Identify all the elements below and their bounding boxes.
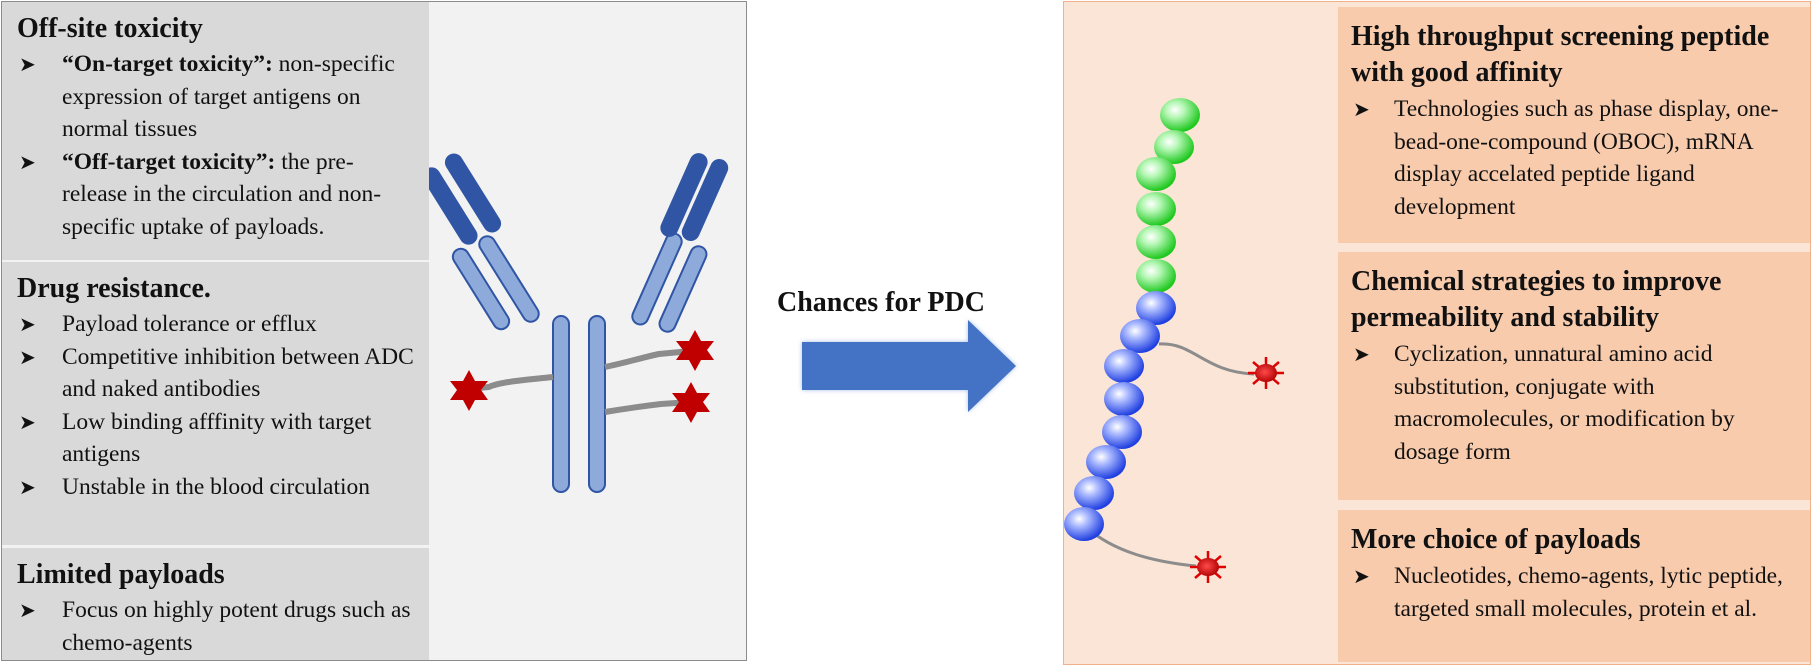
list-item: ➤ Nucleotides, chemo-agents, lytic peptid… <box>1351 560 1802 625</box>
drug-resistance-box: Drug resistance. ➤ Payload tolerance or e… <box>2 262 429 545</box>
list-item: ➤ Focus on highly potent drugs such as ch… <box>17 594 415 659</box>
item-text: Low binding afffinity with target antige… <box>62 408 372 468</box>
heavy-chain-stem <box>588 315 606 493</box>
heavy-chain-stem <box>552 315 570 493</box>
linker <box>604 399 692 415</box>
arrowhead-bullet-icon: ➤ <box>1353 564 1370 588</box>
list-item: ➤ “Off-target toxicity”: the pre-release … <box>17 146 415 244</box>
list-item: ➤ Unstable in the blood circulation <box>17 471 415 504</box>
item-text: Technologies such as phase display, one-… <box>1394 96 1779 220</box>
arrowhead-bullet-icon: ➤ <box>1353 97 1370 121</box>
list-item: ➤ Cyclization, unnatural amino acid subst… <box>1351 338 1802 468</box>
payload-star-icon <box>676 330 714 371</box>
section-title: High throughput screening peptide with g… <box>1351 21 1770 88</box>
screening-box: High throughput screening peptide with g… <box>1338 7 1810 243</box>
light-chain-arm <box>451 247 511 331</box>
linker <box>1085 525 1197 568</box>
list-item: ➤ Low binding afffinity with target antig… <box>17 406 415 471</box>
limitations-text-column: Off-site toxicity ➤ “On-target toxicity”:… <box>2 2 429 660</box>
list-item: ➤ Payload tolerance or efflux <box>17 308 415 341</box>
payload-choice-box: More choice of payloads ➤ Nucleotides, ch… <box>1338 510 1810 662</box>
section-title: More choice of payloads <box>1351 524 1641 555</box>
arrow-label: Chances for PDC <box>777 287 985 318</box>
payload-sun-icon <box>1248 357 1284 389</box>
peptide-residue-green <box>1160 98 1200 132</box>
heavy-chain-variable <box>660 153 708 237</box>
peptide-residue-blue <box>1104 382 1144 416</box>
peptide-residue-green <box>1136 259 1176 293</box>
chemical-strategies-box: Chemical strategies to improve permeabil… <box>1338 252 1810 500</box>
payload-sun-icon <box>1190 551 1226 583</box>
item-text: non-specific expression of target antige… <box>62 51 395 142</box>
arrowhead-bullet-icon: ➤ <box>19 409 36 434</box>
peptide-residue-green <box>1136 157 1176 191</box>
section-title: Drug resistance. <box>17 273 211 304</box>
arrowhead-bullet-icon: ➤ <box>1353 342 1370 366</box>
list-item: ➤ “On-target toxicity”: non-specific expr… <box>17 48 415 146</box>
arrowhead-bullet-icon: ➤ <box>19 149 36 174</box>
off-site-toxicity-box: Off-site toxicity ➤ “On-target toxicity”:… <box>2 2 429 260</box>
list-item: ➤ Competitive inhibition between ADC and … <box>17 341 415 406</box>
section-title: Limited payloads <box>17 559 225 590</box>
payload-star-icon <box>672 382 710 423</box>
list-item: ➤ Technologies such as phase display, one… <box>1351 93 1802 223</box>
peptide-residue-blue <box>1120 319 1160 353</box>
adc-limitations-panel: Off-site toxicity ➤ “On-target toxicity”:… <box>1 1 747 661</box>
peptide-residue-green <box>1154 130 1194 164</box>
item-text: Competitive inhibition between ADC and n… <box>62 343 414 403</box>
linker <box>1158 342 1255 376</box>
peptide-residue-blue <box>1074 476 1114 510</box>
light-chain-arm <box>658 245 708 333</box>
heavy-chain-variable <box>444 153 502 233</box>
item-text: Cyclization, unnatural amino acid substi… <box>1394 341 1735 465</box>
arrowhead-bullet-icon: ➤ <box>19 312 36 336</box>
item-text: the pre-release in the circulation and n… <box>62 148 382 240</box>
section-title: Off-site toxicity <box>17 13 203 44</box>
peptide-residue-green <box>1136 192 1176 226</box>
item-text: Focus on highly potent drugs such as che… <box>62 597 411 656</box>
linker <box>604 348 692 370</box>
item-text: Payload tolerance or efflux <box>62 311 317 337</box>
heavy-chain-arm <box>478 235 540 323</box>
section-title: Chemical strategies to improve permeabil… <box>1351 266 1722 333</box>
pdc-opportunities-panel: High throughput screening peptide with g… <box>1063 1 1811 665</box>
peptide-residue-blue <box>1102 415 1142 449</box>
light-chain-variable <box>681 159 729 241</box>
item-bold-lead: “On-target toxicity”: <box>62 51 273 77</box>
limited-payloads-box: Limited payloads ➤ Focus on highly potent… <box>2 548 429 660</box>
peptide-residue-blue <box>1064 507 1104 541</box>
payload-star-icon <box>450 370 488 411</box>
item-text: Nucleotides, chemo-agents, lytic peptide… <box>1394 563 1783 622</box>
light-chain-variable <box>429 167 478 245</box>
peptide-drug-conjugate-illustration <box>1064 98 1284 583</box>
peptide-residue-green <box>1136 225 1176 259</box>
arrowhead-bullet-icon: ➤ <box>19 598 36 622</box>
item-text: Unstable in the blood circulation <box>62 473 371 500</box>
arrowhead-bullet-icon: ➤ <box>19 344 36 369</box>
right-arrow-icon <box>802 320 1016 412</box>
arrowhead-bullet-icon: ➤ <box>19 52 36 76</box>
peptide-residue-blue <box>1086 445 1126 479</box>
heavy-chain-arm <box>631 232 683 326</box>
linker <box>458 374 554 393</box>
arrowhead-bullet-icon: ➤ <box>19 474 36 499</box>
antibody-drug-conjugate-illustration <box>429 153 729 493</box>
peptide-residue-blue <box>1104 349 1144 383</box>
peptide-residue-blue <box>1136 291 1176 325</box>
item-bold-lead: “Off-target toxicity”: <box>62 148 276 175</box>
